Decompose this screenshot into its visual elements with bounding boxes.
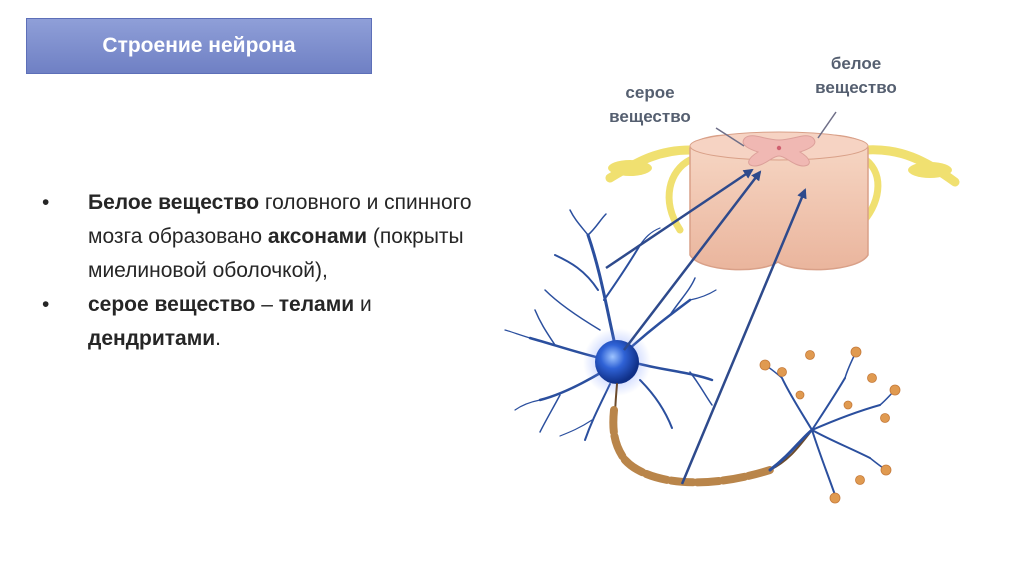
bullet-white-matter: Белое вещество головного и спинного мозг… [40, 186, 510, 288]
neuron-dendrites [504, 209, 717, 441]
bullet-2-part-5: дендритами [88, 327, 216, 350]
spinal-cord-section [689, 131, 869, 271]
slide-title: Строение нейрона [26, 18, 372, 74]
neuron-cell-body [583, 328, 651, 396]
white-label-pointer [817, 111, 837, 139]
axon-terminals [759, 346, 901, 504]
bullet-1-part-4: (покрыты миелиновой оболочкой), [88, 225, 464, 282]
white-matter-label: белое вещество [796, 52, 916, 100]
gray-matter-label-line-1: серое [625, 83, 675, 102]
bullet-1-part-1: Белое вещество [88, 191, 260, 214]
bullet-2-part-1: серое вещество [88, 293, 256, 316]
bullet-list: Белое вещество головного и спинного мозг… [40, 186, 510, 356]
pointer-arrows [605, 111, 837, 485]
bullet-2-part-6: . [215, 327, 222, 350]
gray-matter-label: серое вещество [590, 81, 710, 129]
white-matter-label-line-1: белое [830, 54, 882, 73]
arrow-axon-to-white [680, 188, 807, 485]
gray-label-pointer [715, 127, 745, 147]
bullet-2-part-2: – [255, 293, 279, 316]
arrow-dendrite-to-gray [605, 168, 754, 270]
white-matter-label-line-2: вещество [815, 78, 897, 97]
bullet-1-part-3: аксонами [267, 225, 368, 248]
gray-matter-shape [742, 135, 816, 167]
bullet-2-part-4: и [354, 293, 372, 316]
gray-matter-label-line-2: вещество [609, 107, 691, 126]
bullet-2-part-3: телами [278, 293, 355, 316]
axon [609, 383, 813, 487]
arrow-soma-to-gray [623, 170, 762, 351]
bullet-gray-matter: серое вещество – телами и дендритами. [40, 288, 510, 356]
bullet-1-part-2: головного и спинного мозга образовано [88, 191, 472, 248]
